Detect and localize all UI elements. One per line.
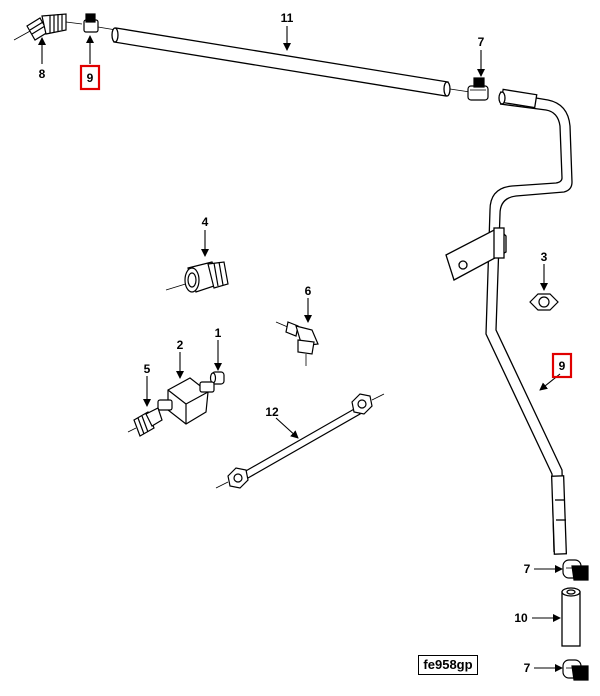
part-7-clamp-middle <box>562 559 589 581</box>
part-10-hose-section <box>561 587 581 647</box>
callout-9-right: 9 <box>559 359 566 373</box>
part-3-nut <box>529 293 559 311</box>
callout-7-middle: 7 <box>524 562 531 576</box>
callout-11: 11 <box>281 11 294 25</box>
part-4-plug-fitting <box>165 261 229 293</box>
part-12-tube <box>215 393 385 489</box>
part-5-connector <box>127 407 163 437</box>
part-9-hose-clamp-top <box>83 13 117 33</box>
callout-3: 3 <box>541 250 548 264</box>
part-11-hose <box>111 27 471 97</box>
part-2-tee-block <box>157 377 215 425</box>
callout-5: 5 <box>144 362 151 376</box>
callout-8: 8 <box>39 67 46 81</box>
part-7-clamp-bottom <box>562 659 589 681</box>
callout-1: 1 <box>215 326 222 340</box>
callout-12: 12 <box>265 405 279 419</box>
callout-6: 6 <box>305 284 312 298</box>
callout-9-top: 9 <box>87 71 94 85</box>
callout-2: 2 <box>177 338 184 352</box>
highlight-box-9-top <box>79 64 101 91</box>
callout-7-bottom: 7 <box>524 661 531 675</box>
part-7-clamp-top <box>467 77 489 101</box>
part-8-elbow-fitting <box>13 13 83 41</box>
part-1-cap <box>209 371 225 385</box>
part-9-tube-assembly <box>445 88 573 555</box>
callout-4: 4 <box>202 215 209 229</box>
highlight-box-9-right <box>551 352 573 379</box>
callout-7-top: 7 <box>478 35 485 49</box>
figure-id-label: fe958gp <box>418 655 478 675</box>
part-6-elbow-fitting <box>275 321 319 366</box>
callout-10: 10 <box>514 611 528 625</box>
